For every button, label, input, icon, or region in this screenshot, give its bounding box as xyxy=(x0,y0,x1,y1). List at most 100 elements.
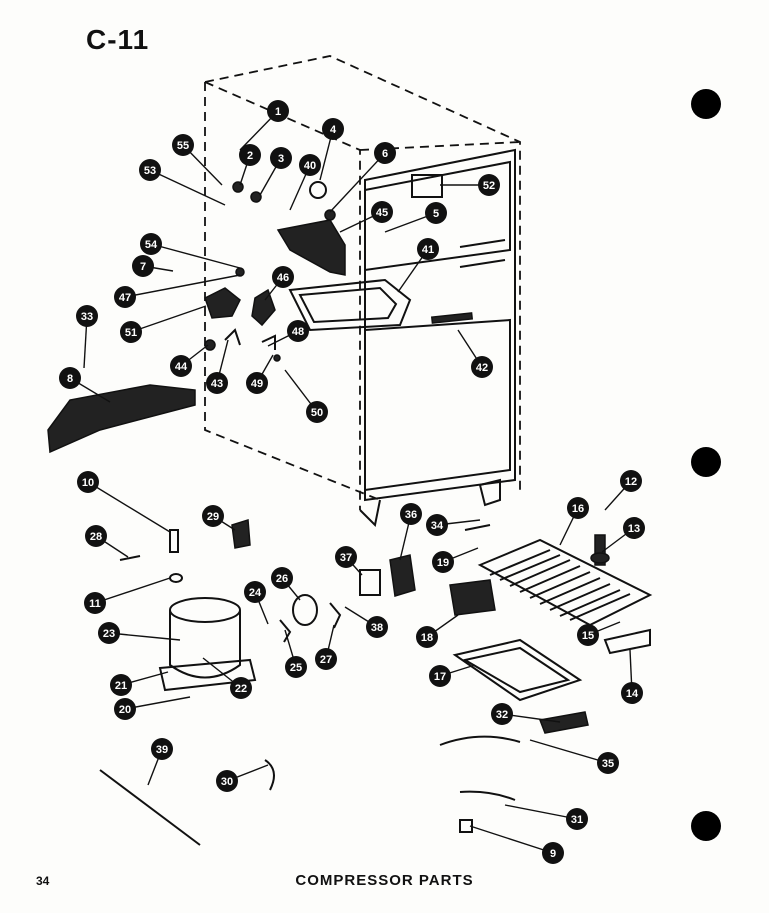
callout-badge xyxy=(114,286,136,308)
callout-badge xyxy=(471,356,493,378)
callout-badge xyxy=(151,738,173,760)
callout-38: 38 xyxy=(344,606,388,638)
leader-line xyxy=(108,632,181,641)
callout-badge xyxy=(567,497,589,519)
callout-badge xyxy=(132,255,154,277)
callout-badge xyxy=(306,401,328,423)
callout-badge xyxy=(623,517,645,539)
callout-badge xyxy=(287,320,309,342)
callout-badge xyxy=(271,567,293,589)
callout-40: 40 xyxy=(289,154,321,211)
drain-pan xyxy=(452,638,583,702)
misc-small-parts xyxy=(99,519,651,846)
callout-badge xyxy=(216,770,238,792)
callout-badge xyxy=(299,154,321,176)
cabinet-outline xyxy=(204,55,521,528)
callout-label: 4 xyxy=(330,124,337,136)
compressor xyxy=(158,597,257,692)
callout-badge xyxy=(322,118,344,140)
callout-label: 10 xyxy=(82,477,94,489)
callout-48: 48 xyxy=(267,320,309,347)
callout-10: 10 xyxy=(77,471,171,533)
callout-label: 51 xyxy=(125,327,137,339)
callout-13: 13 xyxy=(601,517,645,553)
callout-1: 1 xyxy=(239,100,289,151)
callout-3: 3 xyxy=(259,147,292,196)
callout-21: 21 xyxy=(110,671,169,696)
callout-badge xyxy=(621,682,643,704)
leader-line xyxy=(149,169,226,206)
callout-badge xyxy=(85,525,107,547)
callout-22: 22 xyxy=(202,657,252,699)
callout-25: 25 xyxy=(284,629,307,678)
callout-17: 17 xyxy=(429,664,476,687)
electrical-box-panel xyxy=(47,384,196,454)
page-number: 34 xyxy=(36,874,50,888)
callout-label: 34 xyxy=(431,520,444,532)
callout-badge xyxy=(202,505,224,527)
callout-label: 46 xyxy=(277,272,289,284)
callout-35: 35 xyxy=(529,739,619,774)
callout-badge xyxy=(272,266,294,288)
callout-label: 27 xyxy=(320,654,332,666)
callout-4: 4 xyxy=(319,118,344,181)
callout-badge xyxy=(76,305,98,327)
callout-9: 9 xyxy=(469,825,564,864)
callout-44: 44 xyxy=(170,344,209,377)
callout-30: 30 xyxy=(216,764,269,792)
callout-label: 2 xyxy=(247,150,253,162)
callout-label: 6 xyxy=(382,148,388,160)
callout-label: 26 xyxy=(276,573,288,585)
callout-label: 39 xyxy=(156,744,168,756)
callout-label: 11 xyxy=(89,598,101,610)
callout-24: 24 xyxy=(244,581,269,625)
callout-label: 15 xyxy=(582,630,594,642)
callout-15: 15 xyxy=(577,621,621,646)
callout-badge xyxy=(244,581,266,603)
callout-label: 36 xyxy=(405,509,417,521)
callout-36: 36 xyxy=(399,503,422,561)
leader-line xyxy=(124,696,191,710)
callout-16: 16 xyxy=(559,497,589,546)
callout-7: 7 xyxy=(132,255,174,277)
callout-8: 8 xyxy=(59,367,111,403)
callout-39: 39 xyxy=(147,738,173,786)
callout-2: 2 xyxy=(239,144,261,186)
callout-34: 34 xyxy=(426,514,481,536)
leader-line xyxy=(469,825,554,854)
callout-label: 20 xyxy=(119,704,131,716)
callout-badge xyxy=(84,592,106,614)
callout-32: 32 xyxy=(491,703,561,725)
callout-29: 29 xyxy=(202,505,236,531)
callout-label: 18 xyxy=(421,632,433,644)
callout-badge xyxy=(120,321,142,343)
callout-label: 14 xyxy=(626,688,639,700)
callout-label: 21 xyxy=(115,680,127,692)
binder-hole-top xyxy=(691,89,721,119)
callout-54: 54 xyxy=(140,233,241,269)
callout-badge xyxy=(620,470,642,492)
callout-badge xyxy=(432,551,454,573)
callout-19: 19 xyxy=(432,547,479,573)
callout-badge xyxy=(239,144,261,166)
callout-badge xyxy=(416,626,438,648)
callout-badge xyxy=(366,616,388,638)
callout-label: 19 xyxy=(437,557,449,569)
callout-badge xyxy=(267,100,289,122)
callout-20: 20 xyxy=(114,696,191,720)
callout-badge xyxy=(429,665,451,687)
callout-label: 54 xyxy=(145,239,158,251)
callout-50: 50 xyxy=(284,369,328,423)
callout-badge xyxy=(374,142,396,164)
callout-badge xyxy=(491,703,513,725)
callout-label: 43 xyxy=(211,378,223,390)
callout-label: 25 xyxy=(290,662,302,674)
callout-badge xyxy=(371,201,393,223)
callout-18: 18 xyxy=(416,614,459,648)
callout-label: 33 xyxy=(81,311,93,323)
callout-label: 44 xyxy=(175,361,188,373)
binder-hole-middle xyxy=(691,447,721,477)
callout-badge xyxy=(270,147,292,169)
callout-badge xyxy=(59,367,81,389)
